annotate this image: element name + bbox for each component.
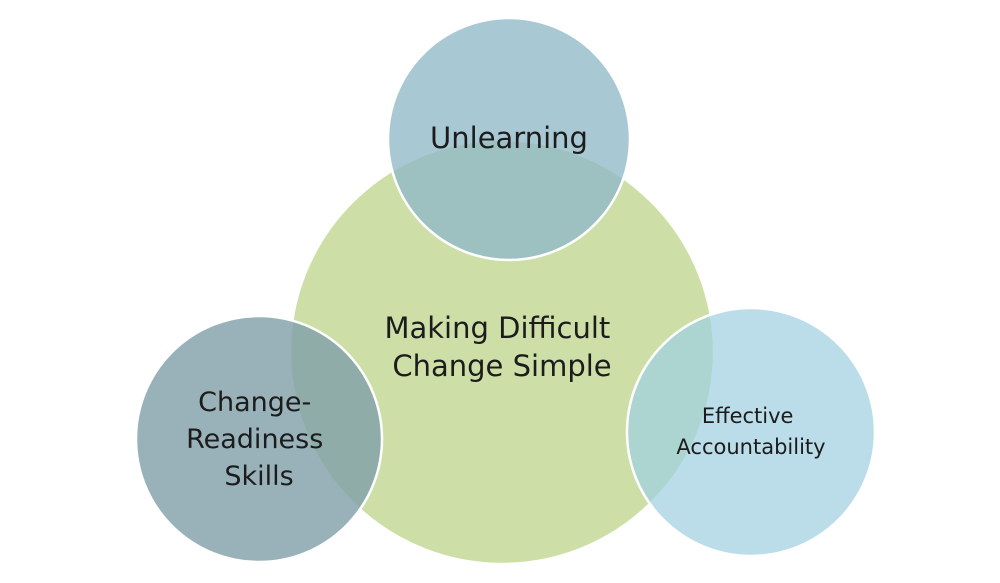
left-label-line: Change-	[198, 387, 311, 418]
right-label-line: Effective	[702, 404, 794, 428]
center-label-line: Change Simple	[392, 349, 611, 383]
left-circle-group	[134, 314, 384, 564]
top-circle	[386, 16, 632, 262]
right-circle-label: Effective Accountability	[676, 404, 825, 459]
center-circle-label: Making Difficult Change Simple	[384, 311, 619, 383]
right-circle	[625, 306, 877, 558]
top-circle-label: Unlearning	[430, 121, 588, 155]
left-label-line: Readiness	[186, 424, 323, 455]
left-label-line: Skills	[224, 461, 293, 492]
top-label-line: Unlearning	[430, 121, 588, 155]
right-circle-group	[625, 306, 877, 558]
center-label-line: Making Difficult	[384, 311, 610, 345]
top-circle-group	[386, 16, 632, 262]
left-circle	[134, 314, 384, 564]
right-label-line: Accountability	[676, 435, 825, 459]
left-circle-label: Change- Readiness Skills	[186, 387, 332, 492]
